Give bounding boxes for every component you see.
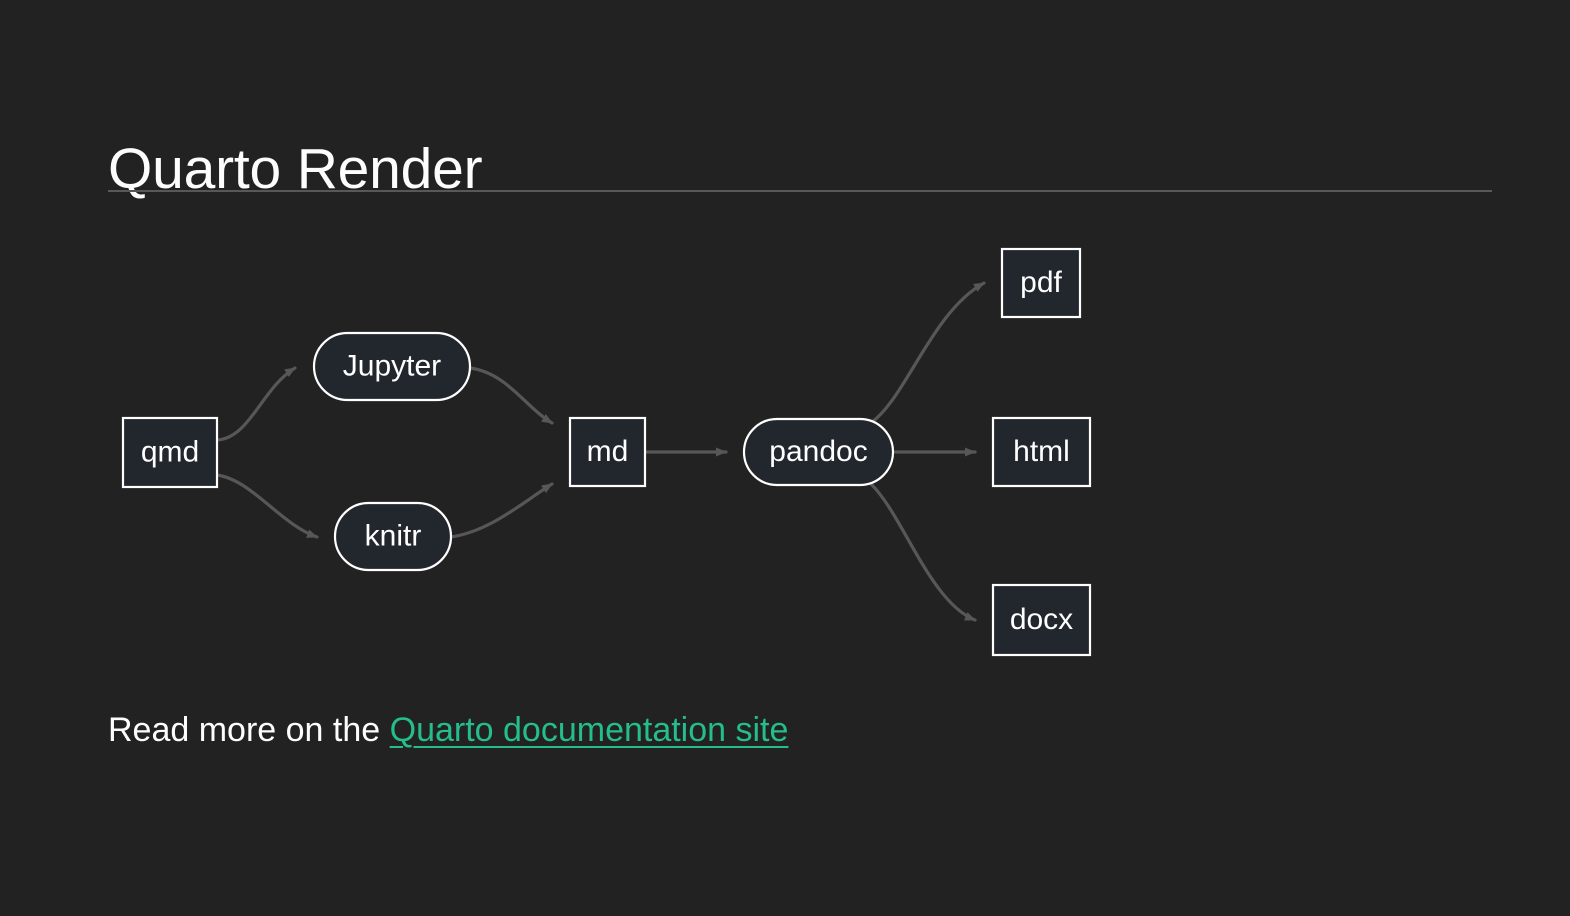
edge-qmd-to-knitr — [215, 473, 319, 539]
page-title: Quarto Render — [108, 137, 483, 202]
quarto-render-flowchart: qmd Jupyter knitr md — [0, 210, 1570, 670]
edge-pandoc-to-docx — [869, 482, 977, 622]
node-html-label: html — [1013, 435, 1070, 468]
edge-pandoc-to-pdf — [870, 281, 986, 424]
node-pdf[interactable]: pdf — [1000, 247, 1082, 319]
flowchart-edges — [215, 281, 986, 622]
quarto-documentation-link[interactable]: Quarto documentation site — [389, 711, 789, 749]
node-md[interactable]: md — [568, 416, 647, 488]
node-pdf-label: pdf — [1020, 266, 1062, 299]
node-pandoc-label: pandoc — [769, 435, 867, 468]
read-more-paragraph: Read more on the Quarto documentation si… — [108, 709, 788, 752]
node-md-label: md — [587, 435, 629, 468]
node-knitr[interactable]: knitr — [333, 501, 453, 572]
node-html[interactable]: html — [991, 416, 1092, 488]
node-pandoc[interactable]: pandoc — [742, 417, 895, 487]
title-divider — [108, 190, 1492, 192]
node-docx-label: docx — [1010, 603, 1073, 636]
node-docx[interactable]: docx — [991, 583, 1092, 657]
edge-qmd-to-jupyter — [215, 366, 297, 442]
node-qmd-label: qmd — [141, 435, 199, 468]
node-qmd[interactable]: qmd — [121, 416, 219, 489]
edge-jupyter-to-md — [468, 366, 554, 425]
read-more-prefix: Read more on the — [108, 711, 390, 749]
edge-knitr-to-md — [449, 482, 554, 539]
node-knitr-label: knitr — [365, 519, 422, 552]
node-jupyter-label: Jupyter — [343, 349, 441, 382]
flowchart-nodes: qmd Jupyter knitr md — [121, 247, 1092, 657]
node-jupyter[interactable]: Jupyter — [312, 331, 472, 402]
